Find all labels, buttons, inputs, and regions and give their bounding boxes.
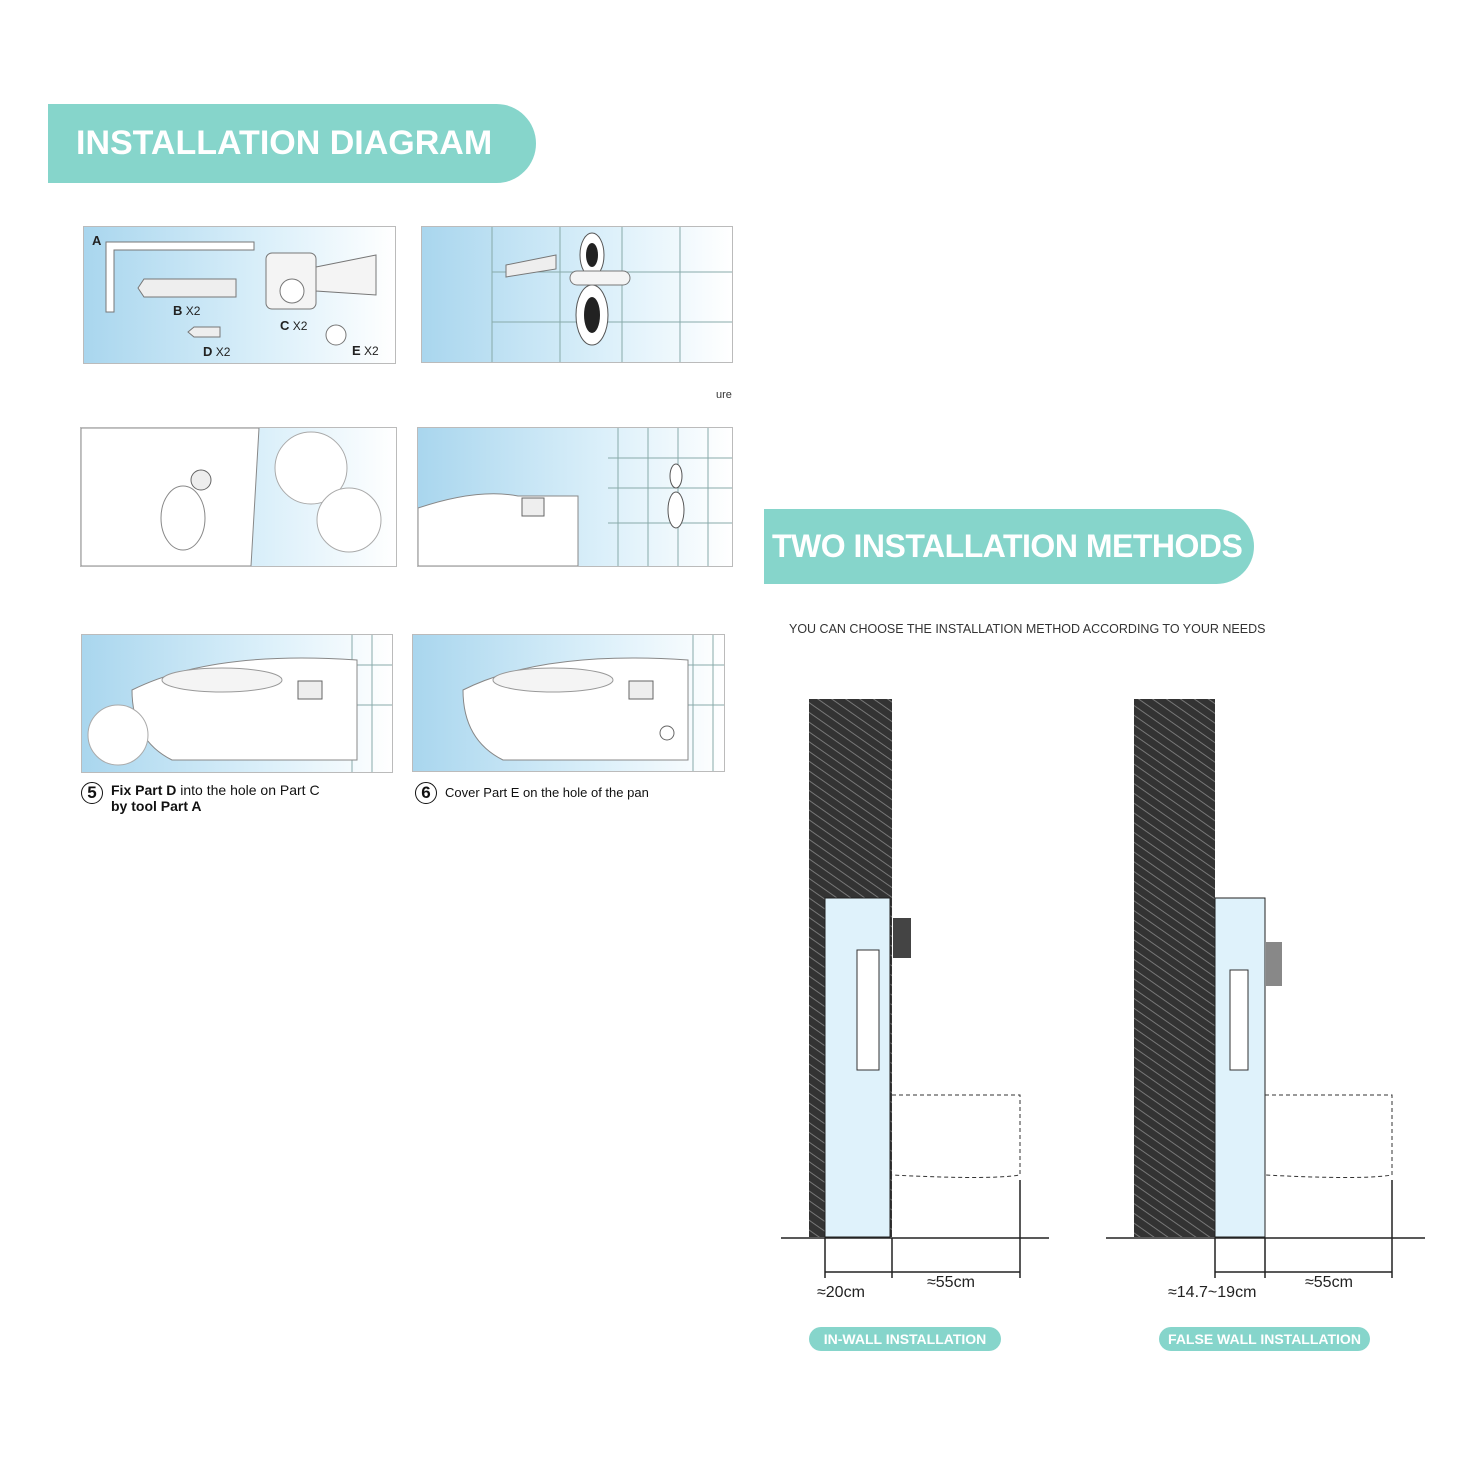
installation-methods-diagram xyxy=(781,699,1425,1278)
step-3-panel xyxy=(80,427,397,567)
part-c-label: C xyxy=(280,318,290,333)
cover-part-e-illustration xyxy=(462,635,724,771)
fix-part-d-illustration xyxy=(87,635,392,772)
step-5-number: 5 xyxy=(81,782,103,804)
in-wall-diagram xyxy=(781,699,1049,1278)
parts-panel: A B X2 C X2 D X2 E X2 xyxy=(83,226,396,364)
step-6-caption: 6 Cover Part E on the hole of the pan xyxy=(415,782,649,804)
in-wall-label: IN-WALL INSTALLATION xyxy=(809,1327,1001,1351)
part-e-label: E xyxy=(352,343,361,358)
false-wall-projection: ≈55cm xyxy=(1305,1274,1353,1291)
toilet-mount-illustration xyxy=(418,428,732,566)
part-d-qty: X2 xyxy=(215,345,231,359)
step-6-text: on the hole of the pan xyxy=(519,785,649,800)
step-6-number: 6 xyxy=(415,782,437,804)
wall-bolt-illustration xyxy=(491,227,732,362)
toilet-rear-illustration xyxy=(81,428,382,566)
step-6-bold: Cover Part E xyxy=(445,785,520,800)
part-a-label: A xyxy=(92,233,102,248)
part-b-qty: X2 xyxy=(185,304,201,318)
step-5-panel xyxy=(81,634,393,773)
step-6-panel xyxy=(412,634,725,772)
false-wall-depth: ≈14.7~19cm xyxy=(1168,1284,1257,1301)
step-5-line2: by tool Part A xyxy=(111,798,202,814)
step-5-bold: Fix Part D xyxy=(111,782,177,798)
step-1-panel xyxy=(421,226,733,363)
false-wall-label: FALSE WALL INSTALLATION xyxy=(1159,1327,1370,1351)
part-d-label: D xyxy=(203,344,213,359)
part-e-qty: X2 xyxy=(364,344,379,358)
in-wall-projection: ≈55cm xyxy=(927,1274,975,1291)
installation-diagram-banner: INSTALLATION DIAGRAM xyxy=(48,104,536,183)
step-4-panel xyxy=(417,427,733,567)
cropped-text-fragment: ure xyxy=(716,389,732,401)
part-c-qty: X2 xyxy=(292,319,308,333)
parts-illustration xyxy=(105,241,377,346)
two-methods-banner: TWO INSTALLATION METHODS xyxy=(764,509,1254,584)
in-wall-depth: ≈20cm xyxy=(817,1284,865,1301)
methods-subtitle: YOU CAN CHOOSE THE INSTALLATION METHOD A… xyxy=(789,622,1266,636)
step-5-text: into the hole on Part C xyxy=(176,782,320,798)
false-wall-diagram xyxy=(1106,699,1425,1278)
part-b-label: B xyxy=(173,303,183,318)
